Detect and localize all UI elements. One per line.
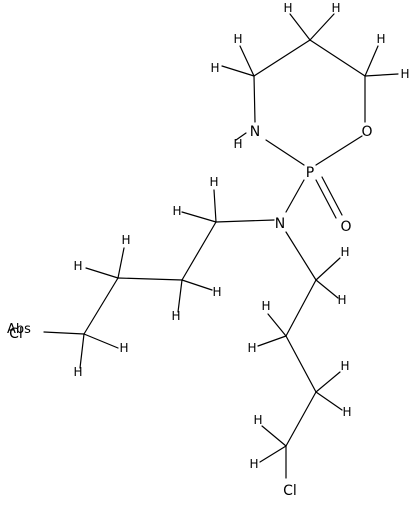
atom-p: P <box>306 165 314 181</box>
bond-h-w <box>259 445 287 463</box>
bond-h-f <box>364 73 399 77</box>
bond-h-c <box>289 13 311 41</box>
hydrogen-label-18: H <box>247 341 256 355</box>
hydrogen-label-4: H <box>331 1 340 15</box>
bond-right-chain-2 <box>285 279 317 337</box>
atom-o-ring: O <box>361 124 372 140</box>
bond-h-m <box>85 267 119 279</box>
bond-left-chain-4 <box>83 277 119 335</box>
bond-h-g <box>235 132 247 141</box>
bond-p-o-double-a <box>315 179 337 219</box>
bond-h-q <box>315 279 339 299</box>
hydrogen-label-21: H <box>253 413 262 427</box>
bond-n-right-chain <box>285 231 317 281</box>
bond-h-h <box>181 211 217 223</box>
hydrogen-label-14: H <box>73 365 82 379</box>
bond-left-chain-2 <box>181 221 217 281</box>
bond-h-d <box>309 13 335 41</box>
hydrogen-label-11: H <box>121 233 130 247</box>
hydrogen-label-layer: H H H H H H H H H H H H H H H H H H H H H H <box>73 1 409 471</box>
bond-h-n <box>83 333 119 349</box>
bond-left-chain-cl <box>43 331 85 335</box>
bond-h-v <box>261 425 287 447</box>
hydrogen-label-13: H <box>119 341 128 355</box>
hydrogen-label-12: H <box>73 259 82 273</box>
bond-n-c1 <box>253 75 256 123</box>
hydrogen-label-5: H <box>376 32 385 46</box>
bond-layer <box>43 13 399 479</box>
bond-h-t <box>315 371 341 393</box>
hydrogen-label-22: H <box>249 457 258 471</box>
abs-stereo-marker: Abs <box>7 322 31 337</box>
bond-h-l <box>117 247 125 279</box>
bond-h-p <box>315 257 341 281</box>
hydrogen-label-1: H <box>210 61 219 75</box>
bond-h-b <box>239 45 255 77</box>
bond-h-k <box>177 279 183 313</box>
hydrogen-label-10: H <box>171 309 180 323</box>
bond-right-chain-3 <box>285 335 317 393</box>
hydrogen-label-16: H <box>337 293 346 307</box>
atom-n-ring: N <box>250 124 260 140</box>
bond-p-n <box>265 139 305 166</box>
bond-h-a <box>221 65 255 77</box>
hydrogen-label-15: H <box>340 245 349 259</box>
bond-h-e <box>364 45 379 77</box>
bond-h-j <box>181 279 213 291</box>
hydrogen-label-6: H <box>400 67 409 81</box>
bond-n-left-chain <box>215 219 275 223</box>
bond-h-s <box>257 335 287 347</box>
atom-cl-left: Cl <box>9 326 23 342</box>
hydrogen-label-7: H <box>172 204 181 218</box>
atom-n-amine: N <box>275 216 285 232</box>
hydrogen-label-17: H <box>261 299 270 313</box>
hydrogen-label-3: H <box>283 1 292 15</box>
atom-h-on-n: H <box>233 137 242 151</box>
bond-c2-c3 <box>309 39 366 77</box>
hydrogen-label-9: H <box>212 285 221 299</box>
hydrogen-label-2: H <box>233 32 242 46</box>
bond-c1-c2 <box>253 39 311 77</box>
atom-cl-right: Cl <box>283 483 297 499</box>
bond-left-chain-3 <box>117 277 183 281</box>
bond-h-u <box>315 391 343 411</box>
bond-right-chain-4 <box>285 391 317 447</box>
hydrogen-label-20: H <box>342 405 351 419</box>
bond-h-r <box>267 313 287 337</box>
hydrogen-label-8: H <box>209 175 218 189</box>
hydrogen-label-19: H <box>340 359 349 373</box>
bond-h-o <box>79 333 85 369</box>
bond-p-n-amine <box>285 179 305 213</box>
bond-h-i <box>213 189 217 223</box>
bond-o-p <box>315 135 363 166</box>
atom-o-oxo: O <box>340 219 351 235</box>
atom-label-layer: N H O P O N Cl Cl Abs <box>7 124 373 499</box>
bond-p-o-double-b <box>321 176 343 216</box>
